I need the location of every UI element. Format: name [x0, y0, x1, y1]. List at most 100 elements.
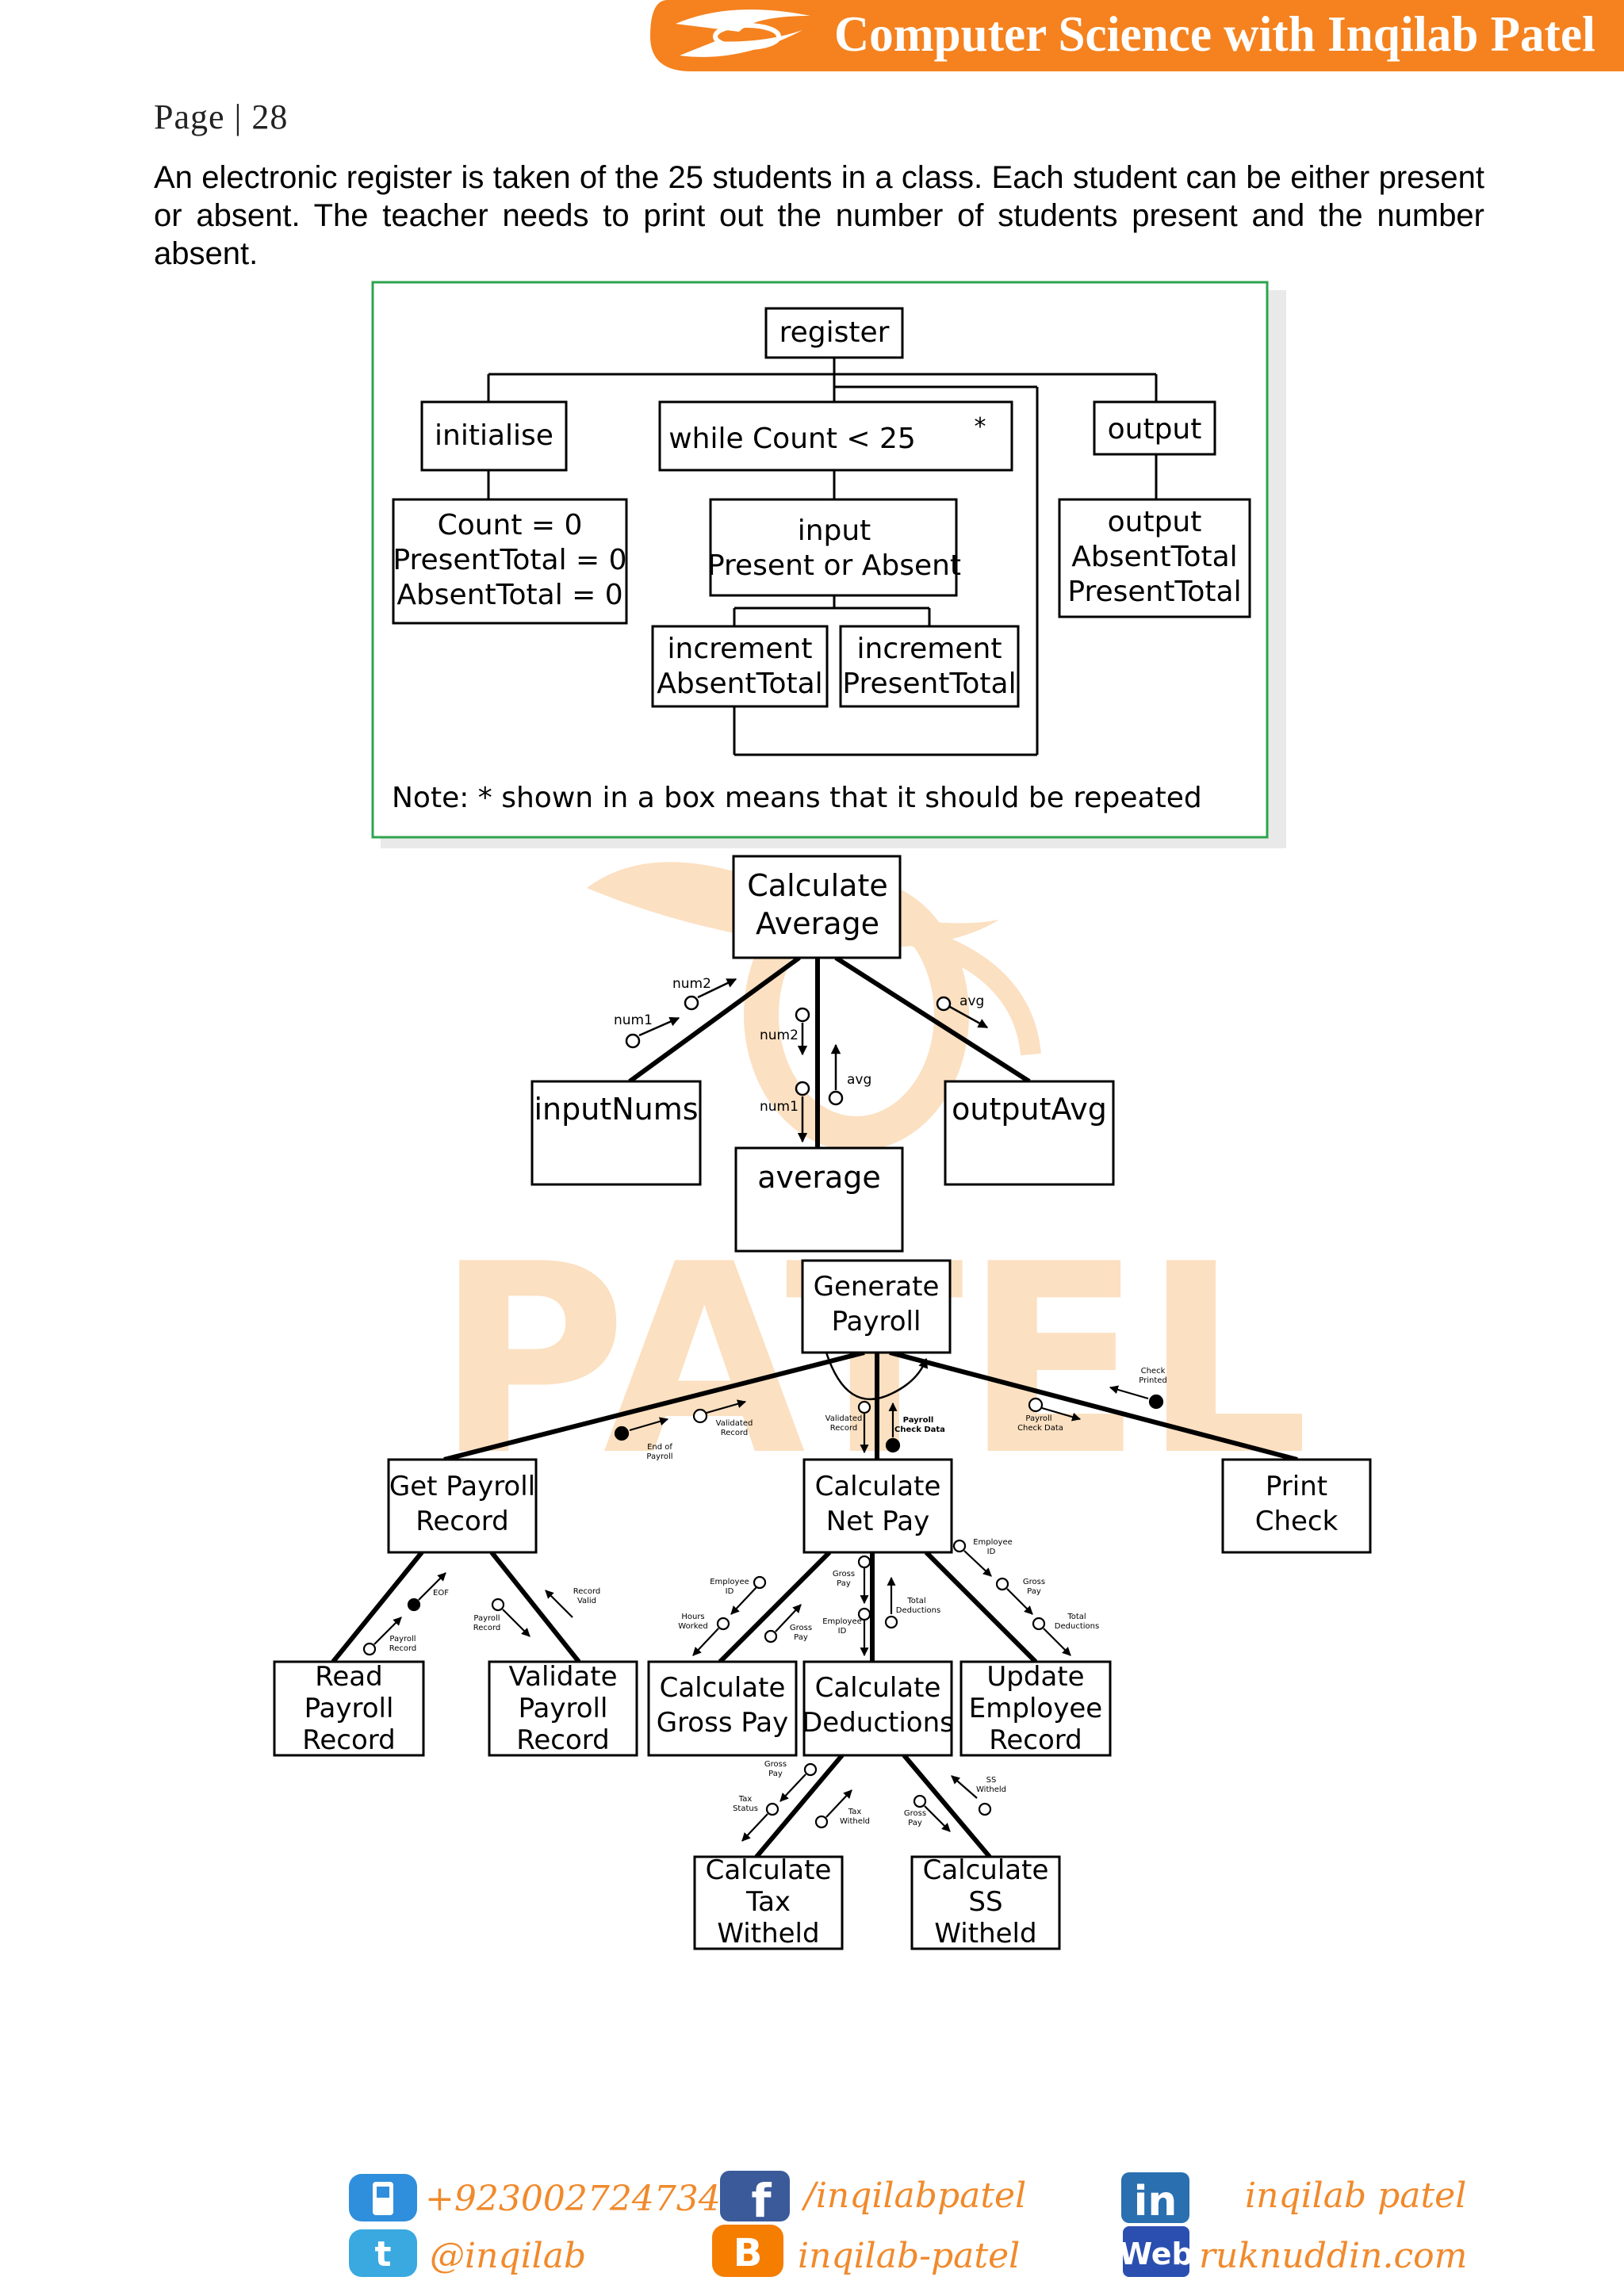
average-chart: Calculate Average inputNums average outp… — [530, 855, 1115, 1253]
generate-payroll-box — [801, 1259, 952, 1354]
initialise-box — [420, 400, 568, 472]
gross-pay-line: Calculate — [660, 1672, 786, 1704]
flow-arrow — [1041, 1406, 1082, 1422]
inc-absent-line: AbsentTotal — [657, 668, 822, 700]
flow-label: Payroll — [473, 1614, 500, 1623]
data-couple-icon — [1028, 1397, 1044, 1413]
get-record-line: Record — [416, 1506, 508, 1537]
validate-record-line: Payroll — [519, 1693, 608, 1724]
data-couple-icon — [692, 1408, 708, 1424]
flow-label: Check Data — [894, 1425, 945, 1434]
flow-arrow — [924, 1805, 951, 1832]
control-couple-icon — [885, 1437, 901, 1453]
flow-arrow — [949, 1005, 989, 1029]
tax-withheld-line: Calculate — [706, 1854, 832, 1886]
flow-label: Payroll — [646, 1452, 672, 1461]
footer-facebook[interactable]: /inqilabpatel — [804, 2175, 1027, 2216]
print-check-line: Print — [1266, 1471, 1327, 1502]
flow-label: Hours — [681, 1613, 704, 1621]
footer-blogger[interactable]: inqilab-patel — [798, 2236, 1021, 2276]
update-employee-line: Record — [989, 1724, 1082, 1756]
header-banner: Computer Science with Inqilab Patel — [650, 0, 1624, 71]
flow-label: Validated — [825, 1414, 863, 1423]
output-line: AbsentTotal — [1071, 541, 1237, 573]
flow-arrow — [963, 1550, 992, 1577]
output-totals-box — [1058, 498, 1251, 618]
ss-withheld-line: Calculate — [923, 1854, 1049, 1886]
deductions-line: Deductions — [802, 1707, 954, 1739]
data-couple-icon — [978, 1802, 992, 1816]
gross-pay-line: Gross Pay — [657, 1707, 789, 1739]
flow-arrow — [775, 1604, 802, 1632]
while-loop-box — [658, 400, 1013, 472]
data-couple-icon — [1032, 1617, 1046, 1631]
loop-arc-icon — [825, 1352, 929, 1401]
svg-text:in: in — [1134, 2178, 1178, 2225]
twitter-icon: t — [349, 2229, 417, 2277]
read-record-line: Payroll — [304, 1693, 394, 1724]
flow-arrow — [730, 1586, 757, 1615]
while-loop-label: while Count < 25 — [668, 423, 916, 455]
flow-label: EOF — [433, 1589, 449, 1598]
data-couple-icon — [884, 1615, 898, 1629]
data-couple-icon — [362, 1642, 377, 1656]
generate-payroll-line: Generate — [814, 1271, 940, 1303]
flow-arrow — [951, 1775, 978, 1799]
output-line: output — [1108, 506, 1202, 538]
flow-label: num2 — [672, 976, 711, 992]
get-record-line: Get Payroll — [389, 1471, 535, 1502]
flow-label: Deductions — [1055, 1622, 1099, 1631]
read-payroll-record-box — [273, 1660, 425, 1757]
facebook-icon: f — [720, 2171, 790, 2228]
tax-withheld-line: Witheld — [717, 1918, 819, 1950]
flow-arrow — [697, 978, 737, 999]
flow-label: Total — [906, 1597, 925, 1605]
flow-label: Witheld — [976, 1785, 1006, 1794]
validate-payroll-record-box — [488, 1660, 638, 1757]
flow-label: Pay — [768, 1770, 783, 1778]
footer-twitter[interactable]: @inqilab — [430, 2236, 587, 2276]
data-couple-icon — [716, 1617, 730, 1631]
logo-swoosh-icon — [676, 10, 810, 57]
linkedin-icon: in — [1121, 2172, 1189, 2225]
flow-label: Gross — [790, 1624, 812, 1632]
input-nums-label: inputNums — [534, 1092, 698, 1127]
ss-withheld-line: SS — [968, 1886, 1002, 1918]
output-avg-box — [944, 1080, 1115, 1186]
calculate-ss-withheld-box — [910, 1855, 1061, 1950]
flow-label: Tax — [848, 1808, 862, 1816]
print-check-line: Check — [1255, 1506, 1339, 1537]
data-couple-icon — [753, 1575, 767, 1590]
increment-present-box — [839, 625, 1020, 708]
get-payroll-record-box — [387, 1458, 538, 1554]
calculate-average-box — [732, 855, 902, 959]
data-couple-icon — [913, 1794, 927, 1808]
average-box — [734, 1146, 904, 1253]
validate-record-line: Validate — [508, 1661, 617, 1693]
deductions-line: Calculate — [815, 1672, 941, 1704]
footer-phone[interactable]: +923002724734 — [425, 2179, 721, 2219]
flow-label: Pay — [837, 1579, 851, 1588]
flow-label: ID — [838, 1627, 847, 1636]
data-couple-icon — [764, 1629, 778, 1644]
data-couple-icon — [795, 1007, 810, 1023]
update-employee-line: Update — [986, 1661, 1084, 1693]
flow-arrow — [1006, 1588, 1033, 1615]
data-couple-icon — [625, 1033, 641, 1049]
flow-arrow — [1109, 1385, 1149, 1400]
register-note: Note: * shown in a box means that it sho… — [392, 782, 1202, 814]
flow-label: Status — [733, 1804, 758, 1813]
footer-linkedin[interactable]: inqilab patel — [1245, 2175, 1467, 2216]
data-couple-icon — [814, 1815, 829, 1829]
flow-label: Record — [473, 1624, 501, 1632]
flow-label: num1 — [614, 1012, 653, 1028]
footer-icons: t f B in Web — [349, 2171, 1193, 2277]
flow-label: Payroll — [389, 1635, 416, 1644]
flow-arrow — [692, 1628, 719, 1656]
footer-web[interactable]: ruknuddin.com — [1199, 2236, 1468, 2276]
flow-label: Tax — [738, 1795, 753, 1804]
flow-arrow — [779, 1774, 806, 1802]
svg-text:f: f — [751, 2174, 772, 2228]
register-label: register — [779, 316, 890, 349]
